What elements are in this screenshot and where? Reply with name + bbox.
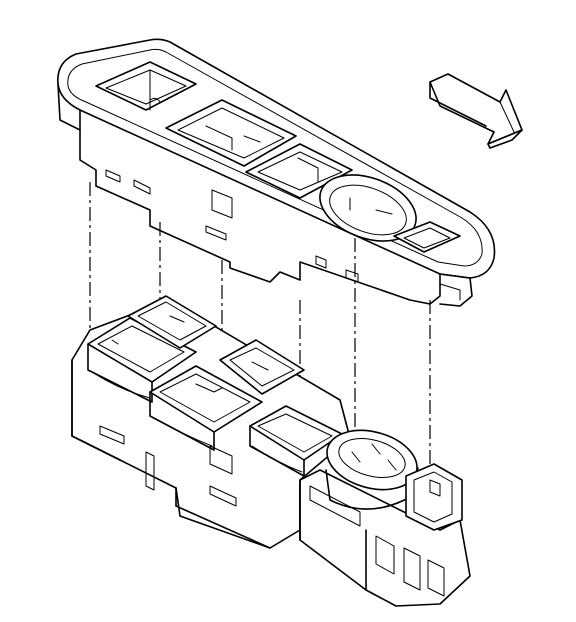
window-switch-assembly — [71, 295, 351, 549]
direction-arrow-icon — [429, 73, 523, 149]
switch-bezel — [57, 38, 496, 307]
electrical-connector — [299, 429, 471, 607]
